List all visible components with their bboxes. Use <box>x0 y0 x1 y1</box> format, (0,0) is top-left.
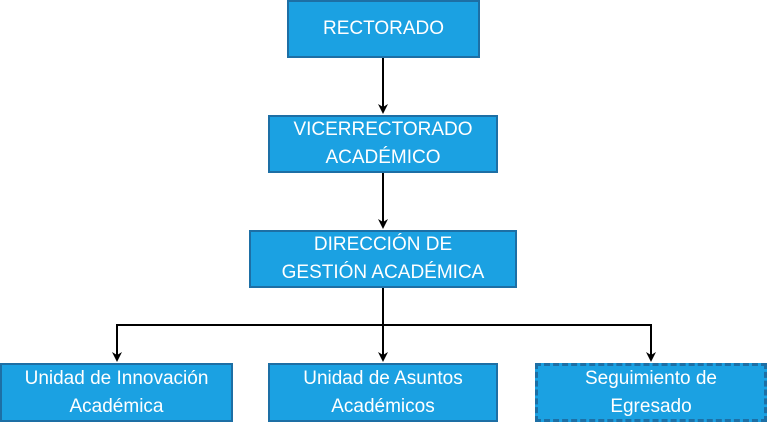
node-label: RECTORADO <box>322 18 445 39</box>
node-rectorado[interactable]: RECTORADO <box>287 0 480 58</box>
edge-direccion-innovacion <box>112 324 383 362</box>
node-label-line1: DIRECCIÓN DE <box>313 234 453 255</box>
node-label-line2: GESTIÓN ACADÉMICA <box>281 262 485 283</box>
edge-direccion-seguimiento <box>383 324 656 362</box>
node-label-line1: Unidad de Innovación <box>24 367 209 389</box>
node-seguimiento-egresado[interactable]: Seguimiento de Egresado <box>535 363 767 422</box>
node-direccion-gestion-academica[interactable]: DIRECCIÓN DE GESTIÓN ACADÉMICA <box>249 230 517 288</box>
node-label-line1: VICERRECTORADO <box>293 119 473 140</box>
node-label-line1: Seguimiento de <box>584 367 718 389</box>
node-label-line2: Egresado <box>610 395 692 417</box>
node-label-line2: ACADÉMICO <box>325 147 441 168</box>
node-vicerrectorado-academico[interactable]: VICERRECTORADO ACADÉMICO <box>268 115 498 173</box>
node-label-line2: Académicos <box>331 395 435 417</box>
node-label-line1: Unidad de Asuntos <box>303 367 463 389</box>
node-label-line2: Académica <box>69 395 164 417</box>
